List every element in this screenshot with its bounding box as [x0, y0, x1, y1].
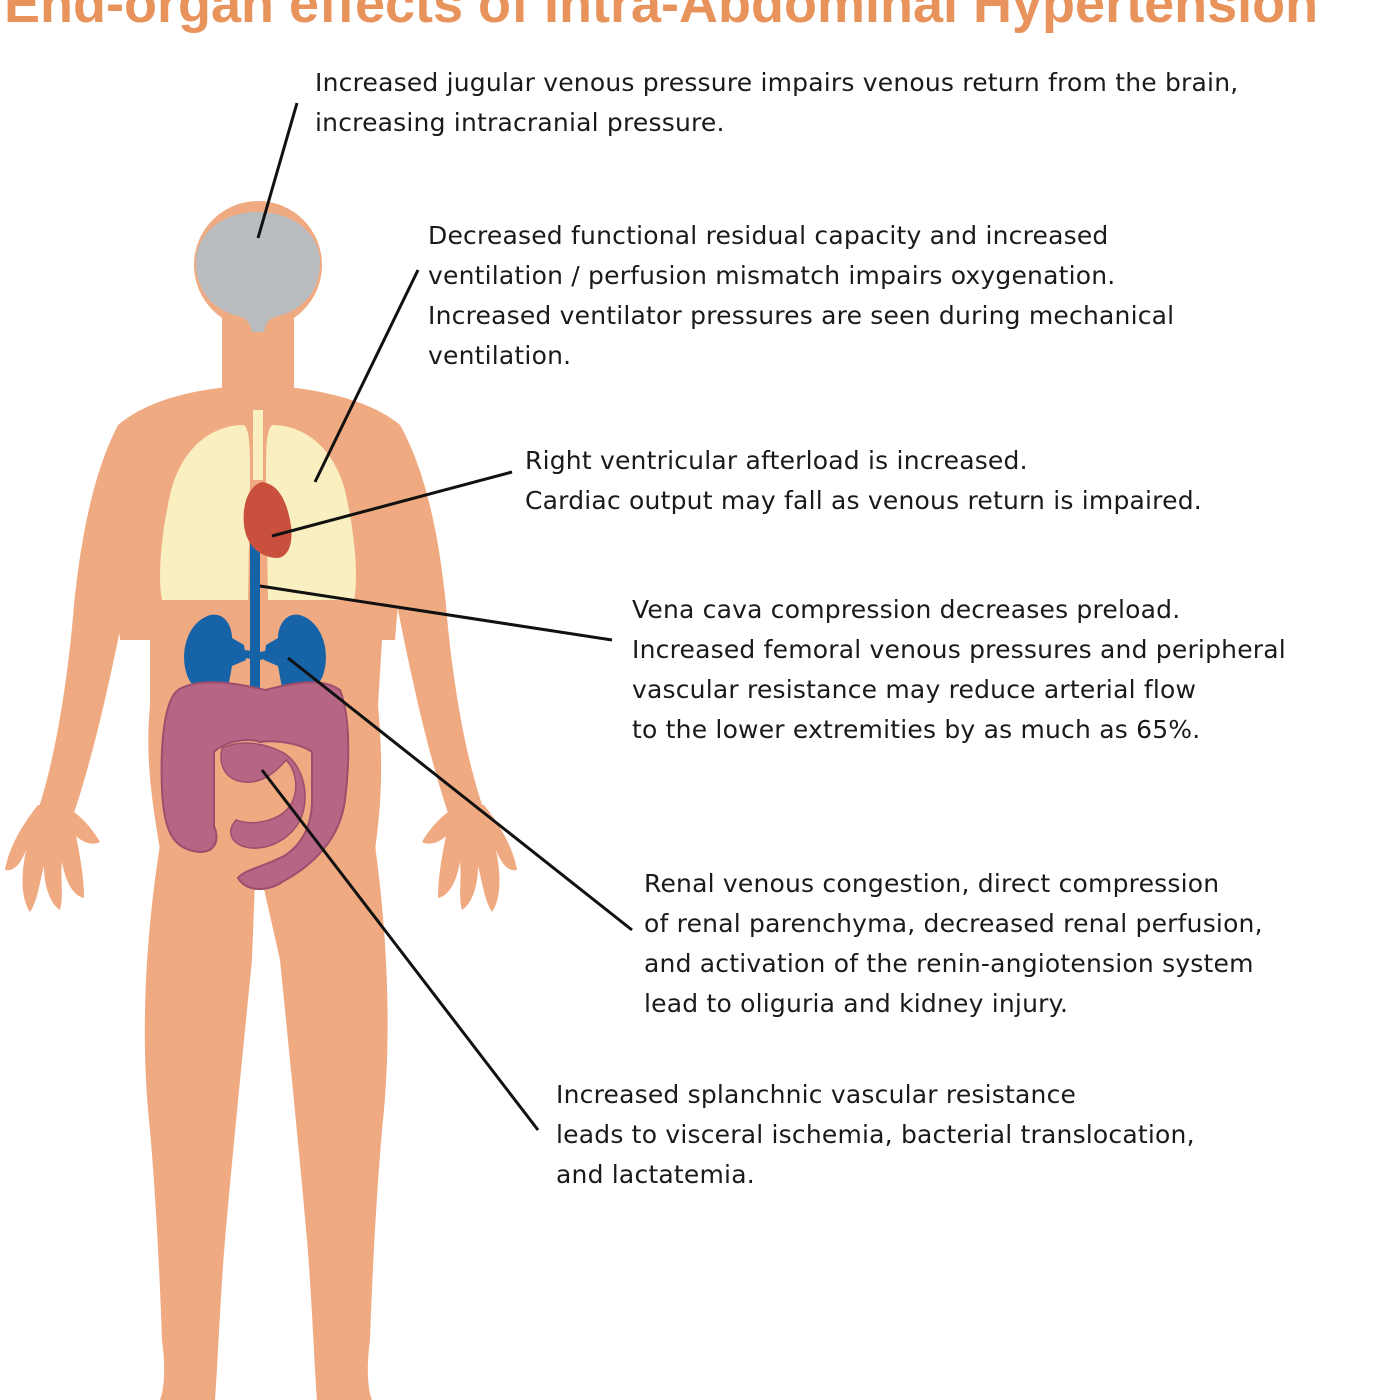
callout-line: leads to visceral ischemia, bacterial tr… [556, 1120, 1195, 1149]
callout-line: increasing intracranial pressure. [315, 108, 725, 137]
heart [243, 482, 292, 558]
right-leg [262, 845, 388, 1400]
brain-shape [196, 212, 320, 332]
body-silhouette [5, 201, 517, 1400]
callout-line: Cardiac output may fall as venous return… [525, 486, 1202, 515]
left-arm [38, 425, 150, 830]
callout-line: Increased ventilator pressures are seen … [428, 301, 1175, 330]
colon [160, 681, 350, 890]
leader-vena-cava [259, 584, 613, 642]
callout-line: to the lower extremities by as much as 6… [632, 715, 1201, 744]
leader-lines [256, 102, 633, 1131]
callout-line: Increased jugular venous pressure impair… [315, 68, 1239, 97]
right-arm [370, 425, 484, 830]
callout-line: and activation of the renin-angiotension… [644, 949, 1254, 978]
left-hand [5, 805, 100, 912]
callout-vena-cava: Vena cava compression decreases preload.… [632, 590, 1286, 750]
callout-kidneys: Renal venous congestion, direct compress… [644, 864, 1263, 1024]
callout-line: of renal parenchyma, decreased renal per… [644, 909, 1263, 938]
callout-heart: Right ventricular afterload is increased… [525, 441, 1202, 521]
renal-vessels [230, 648, 280, 660]
leader-brain [256, 102, 299, 239]
lungs [160, 410, 356, 600]
right-lung [266, 425, 356, 600]
callout-brain: Increased jugular venous pressure impair… [315, 63, 1238, 143]
vena-cava [250, 540, 260, 710]
callout-line: Vena cava compression decreases preload. [632, 595, 1181, 624]
callout-line: lead to oliguria and kidney injury. [644, 989, 1069, 1018]
right-hand [422, 805, 517, 912]
callout-line: vascular resistance may reduce arterial … [632, 675, 1197, 704]
intestines [160, 681, 350, 890]
callout-line: and lactatemia. [556, 1160, 755, 1189]
leader-lungs [313, 269, 420, 483]
callout-line: Right ventricular afterload is increased… [525, 446, 1028, 475]
callout-line: ventilation / perfusion mismatch impairs… [428, 261, 1116, 290]
brain [196, 212, 320, 332]
callout-line: Increased femoral venous pressures and p… [632, 635, 1286, 664]
leader-heart [271, 470, 513, 538]
callout-line: Decreased functional residual capacity a… [428, 221, 1109, 250]
callout-line: Renal venous congestion, direct compress… [644, 869, 1220, 898]
left-kidney [184, 614, 246, 695]
leader-intestines [260, 769, 540, 1131]
callout-line: Increased splanchnic vascular resistance [556, 1080, 1077, 1109]
figure-title: End-organ effects of Intra-Abdominal Hyp… [4, 0, 1319, 34]
callout-lungs: Decreased functional residual capacity a… [428, 216, 1174, 376]
left-lung [160, 425, 250, 600]
callout-line: ventilation. [428, 341, 572, 370]
leader-kidneys [287, 656, 633, 932]
left-leg [144, 845, 255, 1400]
trachea [253, 410, 263, 480]
callout-intestines: Increased splanchnic vascular resistance… [556, 1075, 1195, 1195]
small-intestine [220, 742, 306, 849]
